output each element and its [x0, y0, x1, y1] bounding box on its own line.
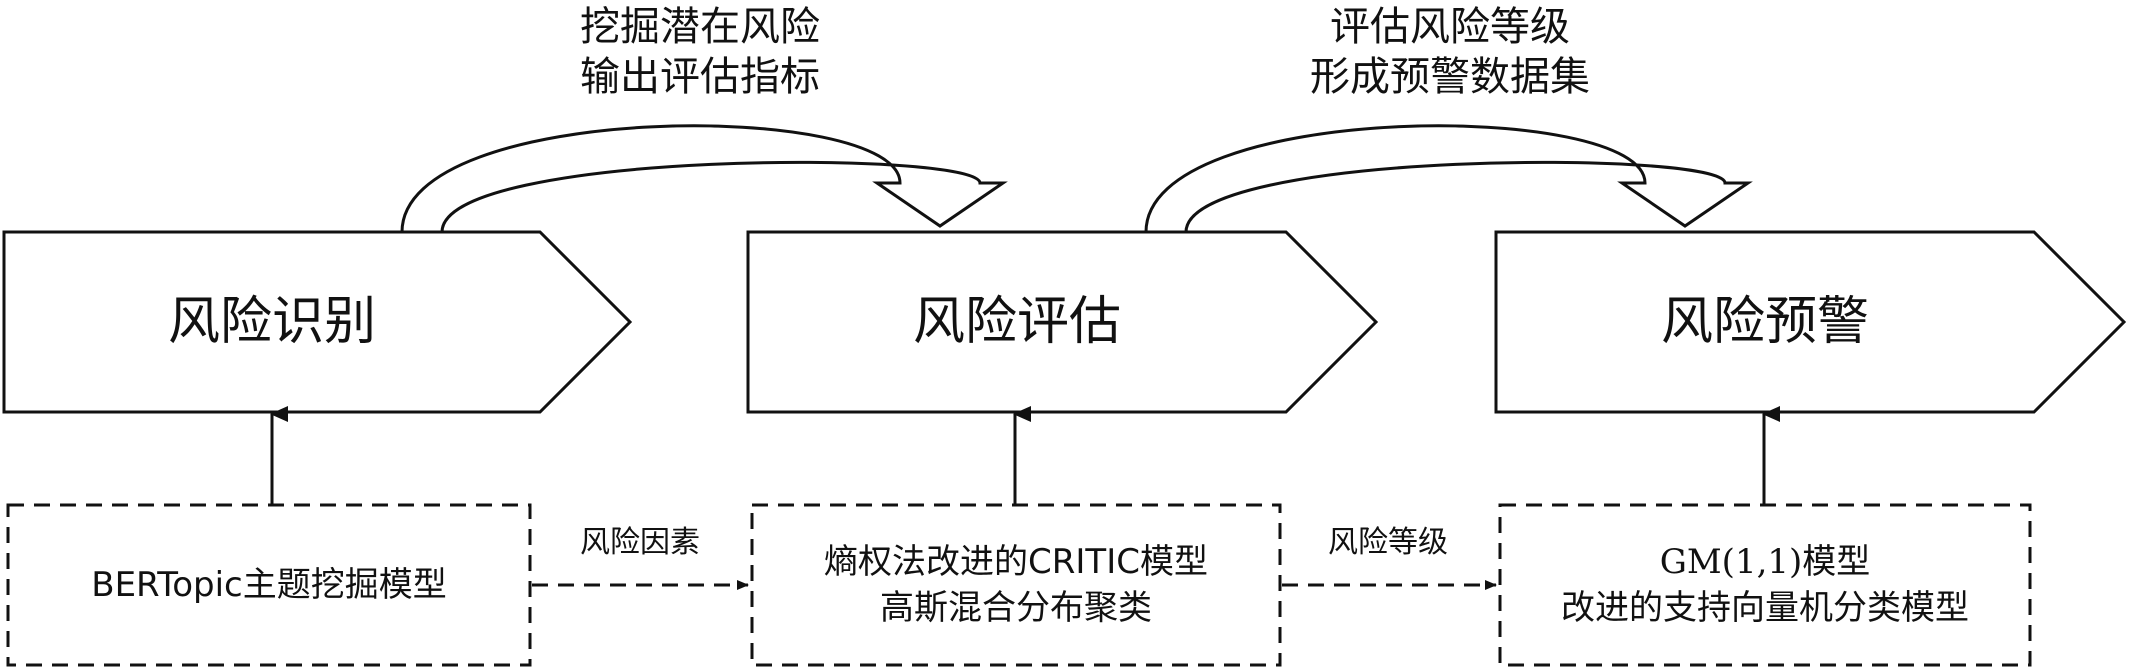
- link-label-risk-levels: 风险等级: [1308, 528, 1468, 558]
- transition-arrow-1: [400, 124, 1008, 234]
- stage-shape-warn: [1494, 230, 2127, 414]
- transition-caption-2: 评估风险等级 形成预警数据集: [1240, 2, 1660, 102]
- method-assess-line1: 熵权法改进的CRITIC模型: [824, 542, 1208, 582]
- transition-arrow-2: [1144, 124, 1753, 234]
- method-warn-line1: GM(1,1)模型: [1659, 542, 1871, 582]
- transition-caption-1-line1: 挖掘潜在风险: [580, 4, 820, 50]
- method-identify-line1: BERTopic主题挖掘模型: [91, 565, 447, 605]
- stage-label-assess: 风险评估: [912, 292, 1121, 352]
- stage-shape-identify: [2, 230, 633, 414]
- transition-caption-1-line2: 输出评估指标: [580, 54, 820, 100]
- transition-caption-2-line2: 形成预警数据集: [1310, 54, 1590, 100]
- method-text-assess: 熵权法改进的CRITIC模型 高斯混合分布聚类: [752, 505, 1280, 665]
- method-warn-line2: 改进的支持向量机分类模型: [1561, 588, 1969, 628]
- transition-caption-2-line1: 评估风险等级: [1330, 4, 1570, 50]
- stage-shape-assess: [746, 230, 1379, 414]
- method-text-warn: GM(1,1)模型 改进的支持向量机分类模型: [1500, 505, 2030, 665]
- stage-label-identify: 风险识别: [167, 292, 376, 352]
- method-box-assess: [750, 503, 1282, 667]
- link-label-risk-factors: 风险因素: [560, 528, 720, 558]
- transition-caption-1: 挖掘潜在风险 输出评估指标: [500, 2, 900, 102]
- method-assess-line2: 高斯混合分布聚类: [880, 588, 1152, 628]
- method-box-warn: [1498, 503, 2032, 667]
- method-box-identify: [6, 503, 532, 667]
- method-text-identify: BERTopic主题挖掘模型: [8, 505, 530, 665]
- stage-label-warn: 风险预警: [1660, 292, 1869, 352]
